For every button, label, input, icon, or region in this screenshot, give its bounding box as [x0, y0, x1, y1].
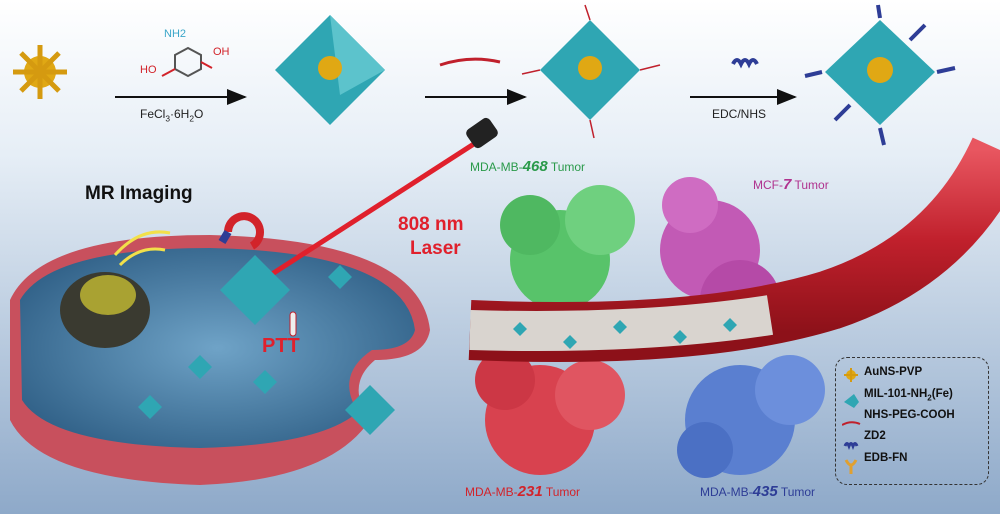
nanoprobe-in-cell: [220, 255, 290, 325]
legend-item-zd2: ZD2: [864, 430, 886, 442]
legend-item-nhs-peg-cooh: NHS-PEG-COOH: [864, 409, 955, 421]
oh-label: OH: [213, 46, 230, 58]
laser-beam: [253, 137, 482, 288]
tumor-label-mcf-7: MCF-7 Tumor: [753, 176, 829, 193]
tumor-cluster-435: [677, 355, 825, 478]
laser-device: [466, 117, 498, 149]
nh2-label: NH2: [164, 28, 187, 40]
zd2-peptide-icon: [843, 442, 859, 451]
legend-item-auns-pvp: AuNS-PVP: [864, 366, 923, 378]
legend-item-edb-fn: EDB-FN: [864, 452, 908, 464]
tumor-label-mda-mb-435: MDA-MB-435 Tumor: [700, 483, 816, 500]
step3-reagent: EDC/NHS: [712, 107, 767, 121]
laser-wavelength-label: 808 nm: [398, 214, 464, 235]
ptt-label: PTT: [262, 335, 300, 357]
mof-octahedron-icon: [844, 394, 859, 408]
tumor-label-mda-mb-468: MDA-MB-468 Tumor: [470, 158, 586, 175]
blood-vessel-lumen: [469, 295, 774, 351]
edb-fn-receptor-icon: [844, 459, 858, 474]
legend: AuNS-PVP MIL-101-NH2(Fe) NHS-PEG-COOH ZD…: [835, 357, 989, 485]
gold-nanostar-icon: [844, 368, 858, 382]
thermometer-icon: [289, 311, 297, 337]
tumor-cluster-468: [500, 185, 635, 310]
cancer-cell: [10, 235, 430, 485]
ho-label: HO: [140, 64, 157, 76]
circulating-nanoprobes: [513, 318, 737, 349]
legend-item-mil-101: MIL-101-NH2(Fe): [864, 388, 953, 403]
laser-label: Laser: [410, 238, 461, 259]
tumor-cluster-231: [475, 350, 625, 475]
final-nanoprobe: [804, 4, 956, 146]
peg-chain: [439, 57, 501, 67]
mr-signal-waves: [113, 230, 171, 267]
tumor-label-mda-mb-231: MDA-MB-231 Tumor: [465, 483, 581, 500]
zd2-peptide: [731, 58, 759, 69]
scattered-nanoprobes: [138, 265, 395, 435]
mr-imaging-label: MR Imaging: [85, 183, 193, 204]
amino-terephthalic-acid-structure: [161, 46, 213, 78]
mof-peg-conjugate: [521, 4, 661, 139]
step1-reagent: FeCl3·6H2O: [140, 107, 204, 124]
peg-chain-icon: [842, 421, 861, 426]
mof-octahedron-1: [275, 15, 385, 125]
gold-nanostar: [13, 45, 67, 99]
magnet-icon: [218, 212, 264, 250]
